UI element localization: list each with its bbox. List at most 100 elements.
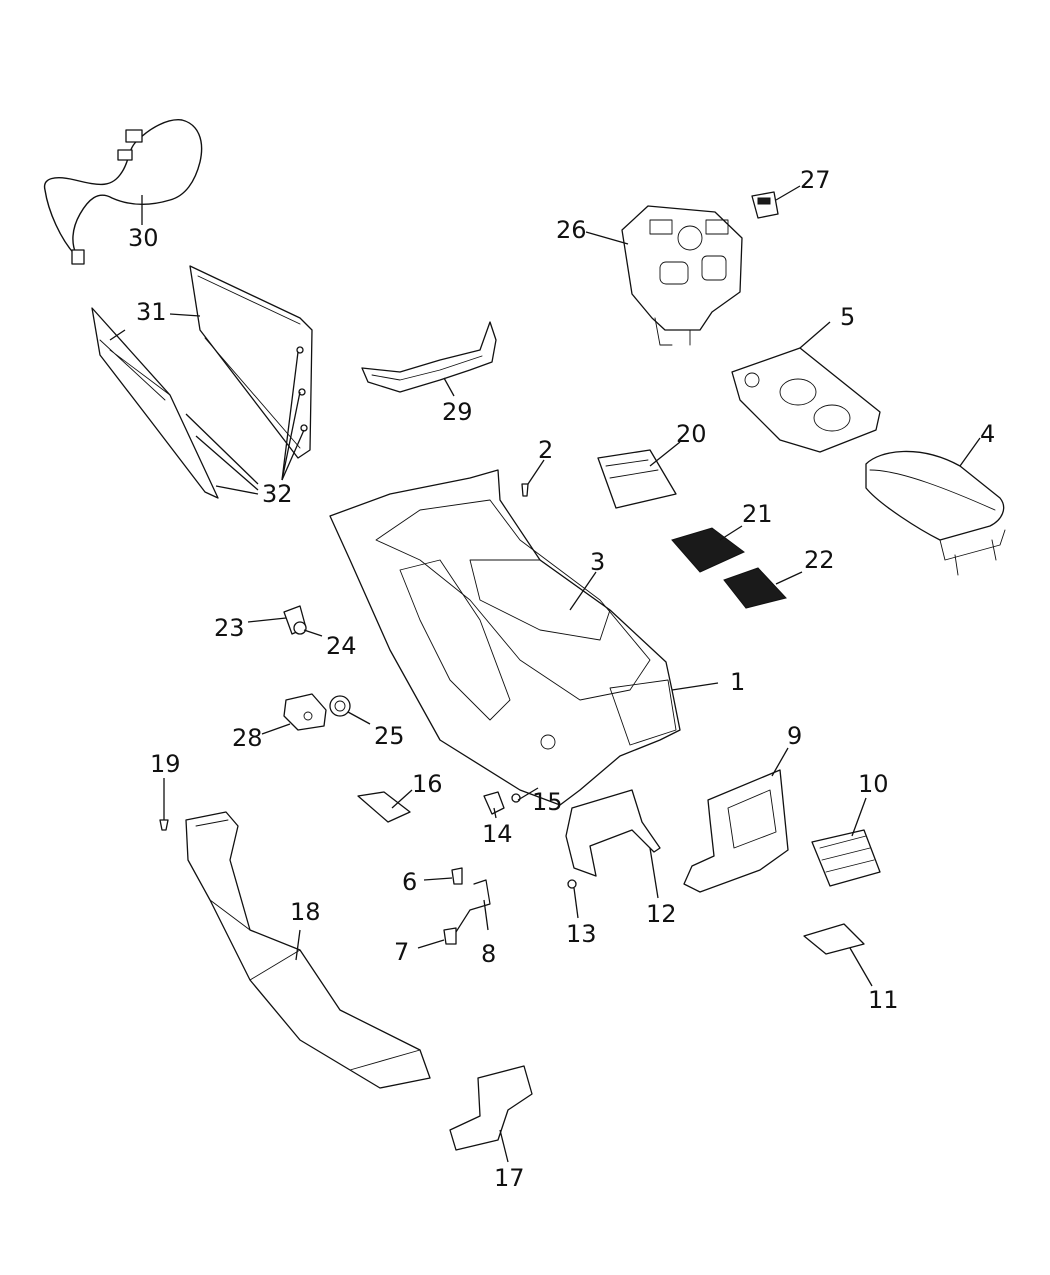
part-26-control-bezel [621, 205, 743, 346]
leader-14 [493, 807, 497, 819]
callout-labels: 1 2 3 4 5 6 7 8 9 10 11 12 13 14 15 16 1… [128, 166, 995, 1192]
part-23-24-socket [283, 605, 307, 635]
leader-31a [169, 313, 201, 317]
leader-1 [671, 682, 719, 691]
leader-13 [573, 887, 579, 919]
leader-22 [775, 571, 803, 585]
part-30-wire-harness [43, 119, 203, 265]
callout-30: 30 [128, 224, 159, 252]
part-18-air-duct [185, 811, 431, 1089]
callout-19: 19 [150, 750, 181, 778]
callout-17: 17 [494, 1164, 525, 1192]
leader-lines [109, 185, 981, 1163]
callout-3: 3 [590, 548, 605, 576]
callout-4: 4 [980, 420, 995, 448]
part-12-bracket [565, 789, 661, 877]
part-32-side-panel [189, 265, 313, 459]
leader-23 [247, 617, 287, 623]
part-2-screw [521, 483, 529, 497]
leader-12 [649, 847, 659, 899]
callout-8: 8 [481, 940, 496, 968]
callout-28: 28 [232, 724, 263, 752]
part-25-port [329, 695, 351, 717]
leader-32f [281, 429, 305, 481]
leader-32b [195, 435, 259, 491]
callout-5: 5 [840, 303, 855, 331]
part-20-mat [597, 449, 677, 509]
leader-27 [775, 185, 801, 201]
leader-21 [719, 525, 743, 541]
leader-6 [423, 877, 453, 881]
leader-8 [483, 899, 489, 931]
leader-11 [849, 947, 873, 987]
callout-22: 22 [804, 546, 835, 574]
part-9-rear-panel [683, 769, 789, 893]
part-21-mat [671, 527, 745, 573]
leader-9 [771, 747, 789, 777]
leader-28 [261, 723, 291, 735]
leader-32d [281, 351, 299, 481]
callout-24: 24 [326, 632, 357, 660]
callout-11: 11 [868, 986, 899, 1014]
part-7-connector [443, 927, 457, 945]
part-8-harness [447, 879, 491, 937]
part-16-cover [357, 791, 411, 823]
callout-31: 31 [136, 298, 167, 326]
part-22-mat [723, 567, 787, 609]
leader-10 [851, 797, 867, 837]
callout-29: 29 [442, 398, 473, 426]
callout-20: 20 [676, 420, 707, 448]
part-29-trim-bracket [361, 321, 497, 393]
leader-7 [417, 939, 445, 949]
leader-31b [109, 329, 126, 341]
part-27-switch [751, 191, 779, 219]
part-1-center-console [329, 469, 681, 806]
callout-2: 2 [538, 436, 553, 464]
callout-23: 23 [214, 614, 245, 642]
leader-18 [295, 929, 301, 961]
part-11-bin [803, 923, 865, 955]
leader-4 [959, 437, 981, 467]
callout-25: 25 [374, 722, 405, 750]
leader-15 [517, 787, 539, 801]
callout-32: 32 [262, 480, 293, 508]
callout-9: 9 [787, 722, 802, 750]
part-31-side-panel [91, 307, 219, 499]
callout-14: 14 [482, 820, 513, 848]
callout-1: 1 [730, 668, 745, 696]
part-15-screw [511, 793, 521, 803]
leader-24 [303, 629, 323, 637]
leader-25 [347, 711, 371, 725]
part-5-cup-holder-bezel [731, 347, 881, 453]
leader-16 [391, 789, 413, 809]
part-17-duct [449, 1065, 533, 1151]
leader-26 [585, 231, 629, 245]
callout-7: 7 [394, 938, 409, 966]
callout-27: 27 [800, 166, 831, 194]
leader-5 [799, 321, 831, 349]
part-4-armrest-lid [865, 450, 1006, 576]
callout-18: 18 [290, 898, 321, 926]
leader-20 [649, 441, 681, 467]
callout-10: 10 [858, 770, 889, 798]
callout-15: 15 [532, 788, 563, 816]
callout-21: 21 [742, 500, 773, 528]
leader-17 [499, 1129, 509, 1163]
callout-6: 6 [402, 868, 417, 896]
part-19-screw [159, 819, 169, 831]
leader-3 [569, 571, 597, 611]
part-6-clip [451, 867, 463, 885]
callout-13: 13 [566, 920, 597, 948]
leader-32e [281, 391, 301, 481]
leader-32c [215, 485, 259, 495]
part-28-usb-module [283, 693, 327, 731]
leader-2 [527, 459, 545, 485]
callout-26: 26 [556, 216, 587, 244]
callout-16: 16 [412, 770, 443, 798]
part-14-cap [483, 791, 505, 815]
leader-32a [185, 413, 259, 485]
part-13-screw [567, 879, 577, 889]
leader-29 [443, 377, 455, 397]
